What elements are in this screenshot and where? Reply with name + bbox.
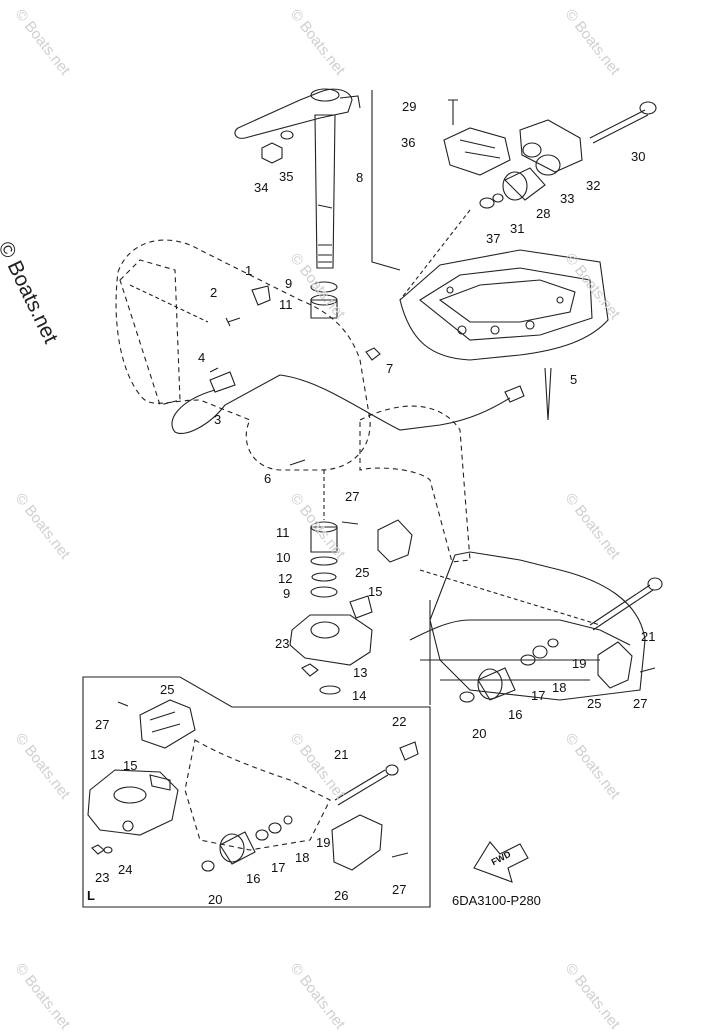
callout: 5	[570, 372, 578, 387]
callout: 19	[572, 656, 587, 671]
callout: 32	[586, 178, 601, 193]
callout: 14	[352, 688, 367, 703]
parts-diagram: © Boats.net © Boats.net © Boats.net © Bo…	[0, 6, 663, 1032]
callout: 33	[560, 191, 575, 206]
bolt-30	[589, 109, 649, 144]
callout: 13	[353, 665, 368, 680]
callout: 27	[95, 717, 110, 732]
callout: 22	[392, 714, 407, 729]
callout: 8	[356, 170, 364, 185]
wire-harness	[171, 374, 511, 434]
callout: 20	[472, 726, 487, 741]
damper-28	[504, 167, 546, 201]
callout: 2	[210, 285, 218, 300]
callout: 15	[368, 584, 383, 599]
callout: 21	[334, 747, 349, 762]
inset-frame	[82, 676, 431, 908]
upper-casing-plate	[399, 249, 609, 361]
callout: 25	[587, 696, 602, 711]
callout: 25	[355, 565, 370, 580]
callout: 7	[386, 361, 394, 376]
inset-bolt-21	[334, 769, 389, 806]
callout: 6	[264, 471, 272, 486]
plate-inner-1	[419, 267, 593, 341]
plate-inner-2	[438, 279, 576, 323]
callout: 9	[283, 586, 291, 601]
callout: 31	[510, 221, 525, 236]
callout: 35	[279, 169, 294, 184]
callout: 21	[641, 629, 656, 644]
callout: 28	[536, 206, 551, 221]
callout: 11	[276, 525, 290, 540]
mount-cover-36	[443, 127, 511, 176]
callout: 15	[123, 758, 138, 773]
upper-mount-bracket	[519, 119, 583, 173]
callout: 29	[402, 99, 417, 114]
mount-25-upper	[377, 519, 413, 563]
callout: 30	[631, 149, 646, 164]
callout: 4	[198, 350, 206, 365]
callout: 13	[90, 747, 105, 762]
callout: 23	[275, 636, 290, 651]
inset-clamp-13	[87, 769, 179, 836]
callout: 37	[486, 231, 501, 246]
mount-25-lower	[597, 641, 633, 689]
callout: 17	[531, 688, 546, 703]
upper-bracket-ear	[119, 259, 181, 406]
callout: 26	[334, 888, 349, 903]
inset-label: L	[87, 888, 95, 903]
fwd-arrow	[473, 841, 529, 883]
lower-casing-outline	[429, 551, 646, 701]
callout: 12	[278, 571, 293, 586]
callout: 27	[345, 489, 360, 504]
callout: 18	[295, 850, 310, 865]
upper-bracket-outline	[115, 239, 371, 471]
callout: 1	[245, 263, 253, 278]
lower-clamp-13	[289, 614, 373, 666]
callout: 9	[285, 276, 293, 291]
callout: 27	[392, 882, 407, 897]
callout: 19	[316, 835, 331, 850]
bolt-21	[589, 584, 654, 631]
callout: 36	[401, 135, 416, 150]
callout: 16	[508, 707, 523, 722]
callout: 25	[160, 682, 175, 697]
inset-damper-16	[219, 831, 256, 865]
callout: 34	[254, 180, 269, 195]
steering-shaft	[314, 114, 336, 269]
callout: 10	[276, 550, 291, 565]
callout: 18	[552, 680, 567, 695]
callout: 23	[95, 870, 110, 885]
damper-16	[477, 667, 516, 701]
callout: 24	[118, 862, 133, 877]
inset-mount-26	[331, 814, 383, 871]
callout: 20	[208, 892, 223, 907]
callout: 27	[633, 696, 648, 711]
diagram-artwork	[82, 88, 663, 908]
callout: 16	[246, 871, 261, 886]
callout: 11	[279, 297, 293, 312]
callout: 17	[271, 860, 286, 875]
steering-arm	[234, 88, 353, 139]
diagram-code: 6DA3100-P280	[452, 893, 541, 908]
clamp-bracket-outline	[359, 405, 471, 563]
callout: 3	[214, 412, 222, 427]
